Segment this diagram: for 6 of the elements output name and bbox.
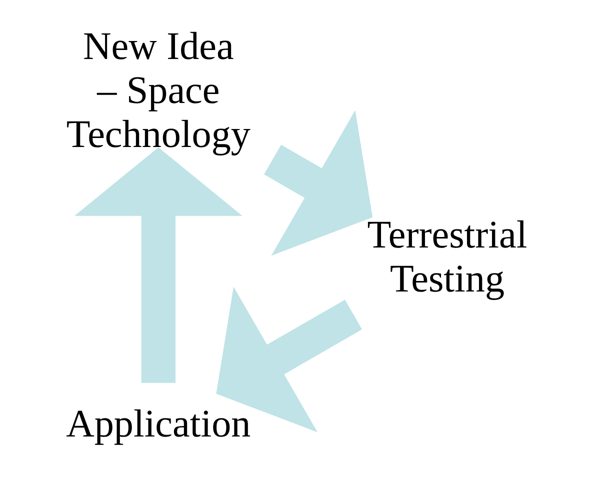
node-text: New Idea – Space Technology <box>66 24 250 156</box>
arrow <box>264 110 373 256</box>
arrow <box>74 147 242 383</box>
arrow <box>216 286 362 432</box>
node-text: Application <box>66 402 251 446</box>
node-text: Terrestrial Testing <box>367 214 528 301</box>
